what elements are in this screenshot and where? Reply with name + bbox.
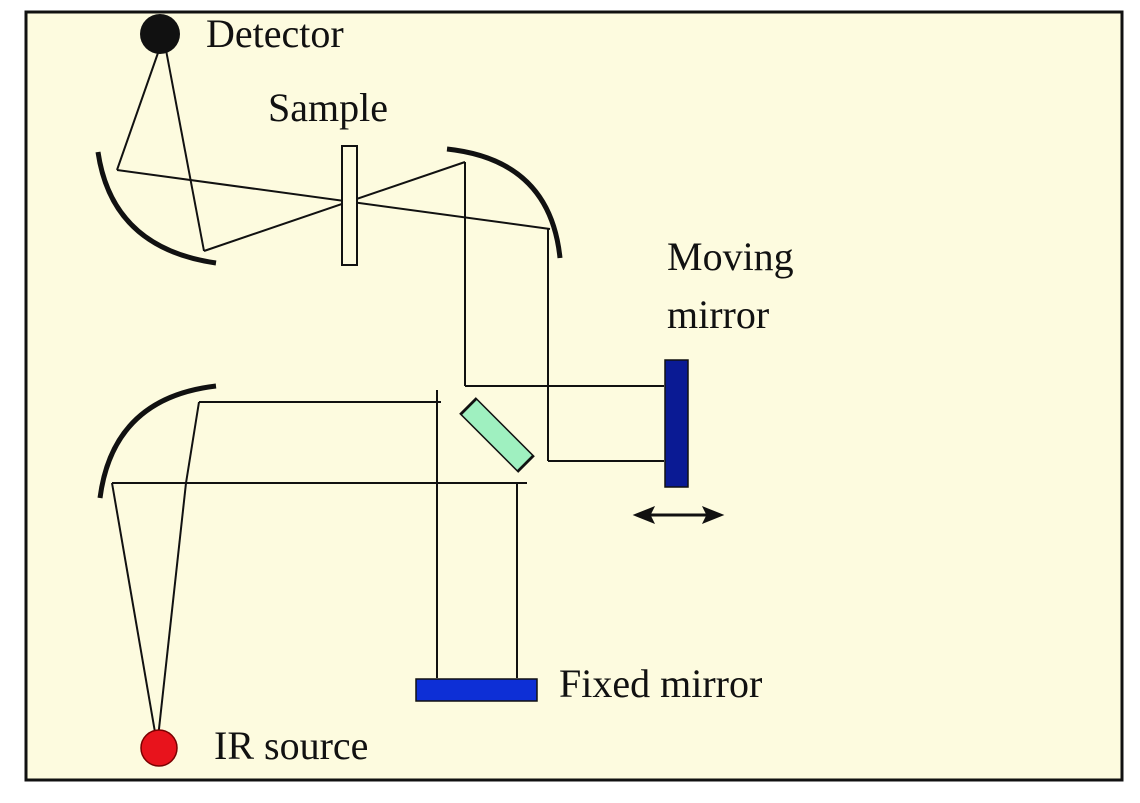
- label-sample: Sample: [268, 85, 388, 130]
- beam-source-left: [111, 482, 157, 739]
- beam-upper-bend: [185, 401, 200, 484]
- ir-source-icon: [140, 729, 178, 767]
- beam-cross-lower: [203, 161, 466, 252]
- label-detector: Detector: [206, 11, 344, 56]
- movement-arrow-icon: [632, 506, 725, 524]
- diagram-frame: [24, 10, 1124, 782]
- label-ir-source: IR source: [214, 723, 368, 768]
- beam-splitter: [459, 397, 535, 473]
- label-moving-mirror-line1: Moving: [667, 234, 794, 279]
- beam-source-right: [157, 482, 187, 739]
- moving-mirror: [664, 359, 689, 488]
- beam-cross-upper: [116, 169, 551, 230]
- beam-detector-right: [165, 49, 205, 252]
- curved-mirror-upper-left: [95, 151, 217, 266]
- curved-mirror-upper-right: [446, 146, 563, 259]
- beam-paths: [111, 49, 664, 739]
- curved-mirror-lower-left: [97, 383, 217, 499]
- beam-detector-left: [116, 49, 160, 171]
- detector-icon: [140, 14, 180, 54]
- fixed-mirror: [415, 678, 538, 702]
- label-fixed-mirror: Fixed mirror: [559, 661, 762, 706]
- label-moving-mirror-line2: mirror: [667, 292, 769, 337]
- sample-cell: [341, 145, 358, 266]
